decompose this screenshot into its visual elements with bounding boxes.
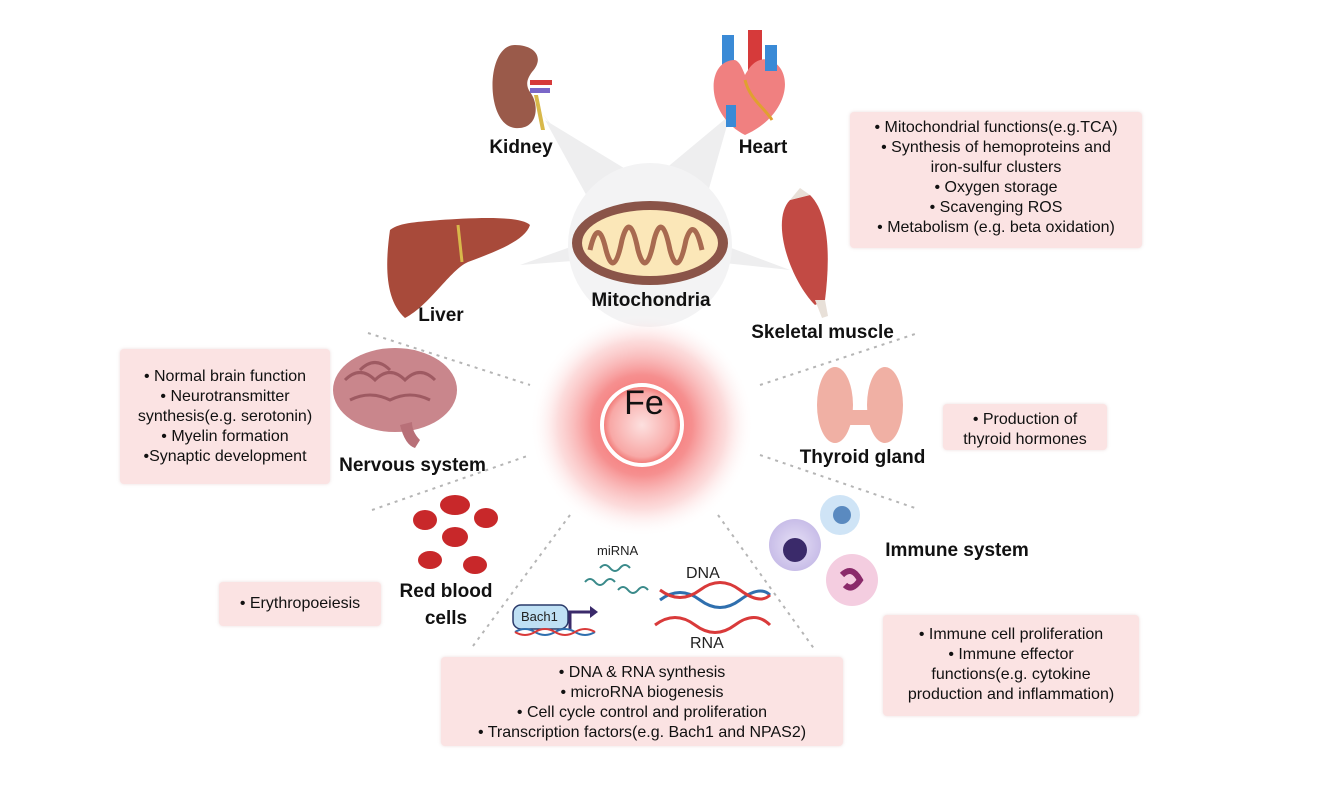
info-line: • Immune cell proliferation [918, 626, 1104, 643]
info-line: • Transcription factors(e.g. Bach1 and N… [477, 724, 807, 741]
info-line: • Neurotransmitter [160, 388, 290, 405]
immune-cells-icon [769, 495, 878, 606]
thyroid-info-box: • Production of thyroid hormones [943, 404, 1107, 450]
rna-label: RNA [690, 635, 724, 652]
immune-system-label: Immune system [885, 540, 1029, 561]
info-line: • Erythropoeiesis [239, 595, 361, 612]
dna-icon [659, 581, 772, 609]
info-line: • Scavenging ROS [929, 199, 1063, 216]
immune-info-box: • Immune cell proliferation • Immune eff… [883, 615, 1139, 716]
info-line: • Metabolism (e.g. beta oxidation) [877, 219, 1115, 236]
fe-core [600, 383, 684, 467]
nervous-system-label: Nervous system [339, 455, 486, 476]
info-line: • Synthesis of hemoproteins and [881, 139, 1111, 156]
info-line: • Normal brain function [143, 368, 307, 385]
bach1-label: Bach1 [521, 609, 558, 624]
mitochondria-label: Mitochondria [591, 290, 711, 311]
mitochondria-info-box: • Mitochondrial functions(e.g.TCA) • Syn… [850, 112, 1142, 248]
heart-label: Heart [738, 137, 788, 158]
mitochondria-icon [572, 201, 728, 285]
brain-icon [333, 348, 457, 448]
liver-icon [387, 217, 530, 318]
mirna-icon [584, 564, 649, 594]
info-line: • microRNA biogenesis [560, 684, 724, 701]
info-line: • Immune effector [948, 646, 1074, 663]
red-blood-cells-icon [413, 495, 498, 574]
info-line: • Mitochondrial functions(e.g.TCA) [874, 119, 1118, 136]
dotted-connectors [367, 332, 916, 651]
red-blood-cells-label-line2: cells [424, 608, 468, 629]
skeletal-muscle-icon [781, 188, 828, 318]
dna-label: DNA [686, 565, 720, 582]
mirna-label: miRNA [597, 543, 639, 558]
fe-label: Fe [624, 384, 664, 422]
info-line: synthesis(e.g. serotonin) [137, 408, 313, 425]
thyroid-gland-label: Thyroid gland [799, 447, 926, 468]
info-line: thyroid hormones [963, 431, 1087, 448]
info-line: • Cell cycle control and proliferation [516, 704, 768, 721]
bach1-icon [512, 604, 598, 636]
nervous-info-box: • Normal brain function • Neurotransmitt… [120, 349, 330, 484]
skeletal-muscle-label: Skeletal muscle [751, 322, 894, 343]
heart-icon [713, 30, 785, 135]
info-line: • Oxygen storage [934, 179, 1058, 196]
thyroid-icon [817, 367, 903, 443]
red-blood-cells-label-line1: Red blood [399, 581, 493, 602]
info-line: • Production of [972, 411, 1078, 428]
info-line: • DNA & RNA synthesis [558, 664, 726, 681]
kidney-label: Kidney [489, 137, 553, 158]
info-line: •Synaptic development [143, 448, 307, 465]
genetic-info-box: • DNA & RNA synthesis • microRNA biogene… [441, 657, 843, 746]
info-line: production and inflammation) [907, 686, 1115, 703]
info-line: iron-sulfur clusters [930, 159, 1062, 176]
rna-icon [654, 616, 772, 634]
rbc-info-box: • Erythropoeiesis [219, 582, 381, 626]
kidney-icon [492, 45, 552, 130]
info-line: functions(e.g. cytokine [931, 666, 1091, 683]
liver-label: Liver [418, 305, 464, 326]
info-line: • Myelin formation [161, 428, 289, 445]
